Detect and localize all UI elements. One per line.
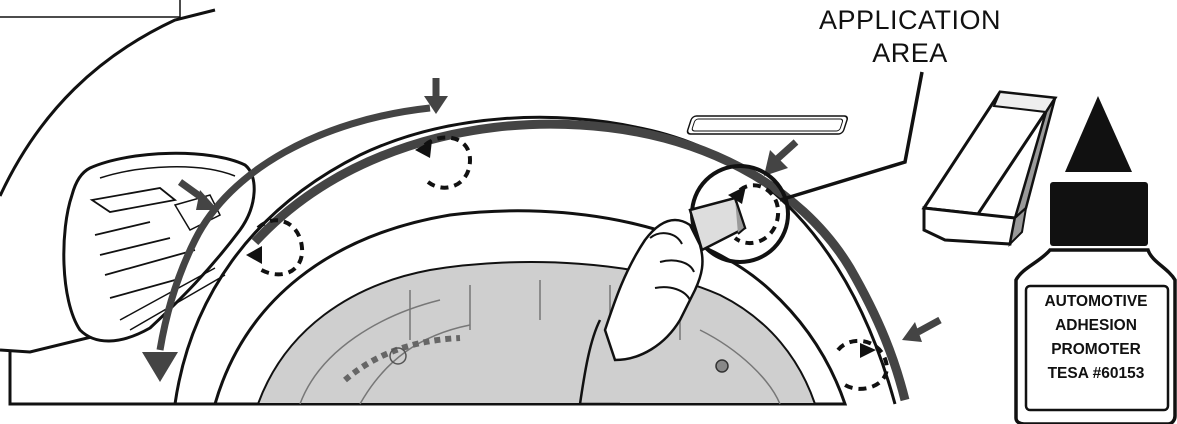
frame-corner xyxy=(0,0,180,17)
bottle-label-line1: AUTOMOTIVE xyxy=(1022,290,1170,314)
wheel-well-liner xyxy=(215,211,845,404)
bottle-label-line2: ADHESION xyxy=(1022,314,1170,338)
application-area-label-line2: AREA xyxy=(780,37,1040,70)
application-area-label-line1: APPLICATION xyxy=(780,4,1040,37)
bottle-label-line4: TESA #60153 xyxy=(1022,362,1170,386)
pointer-arrow-right xyxy=(902,320,940,342)
bottle-label-line3: PROMOTER xyxy=(1022,338,1170,362)
application-area-label: APPLICATION AREA xyxy=(780,4,1040,70)
pointer-arrow-circle xyxy=(764,142,796,176)
f150-badge xyxy=(686,116,848,134)
bottle-label: AUTOMOTIVE ADHESION PROMOTER TESA #60153 xyxy=(1022,290,1170,386)
callout-leader-line xyxy=(780,72,922,200)
sponge-applicator xyxy=(924,92,1055,244)
wipe-direction-marker-top xyxy=(425,137,470,187)
